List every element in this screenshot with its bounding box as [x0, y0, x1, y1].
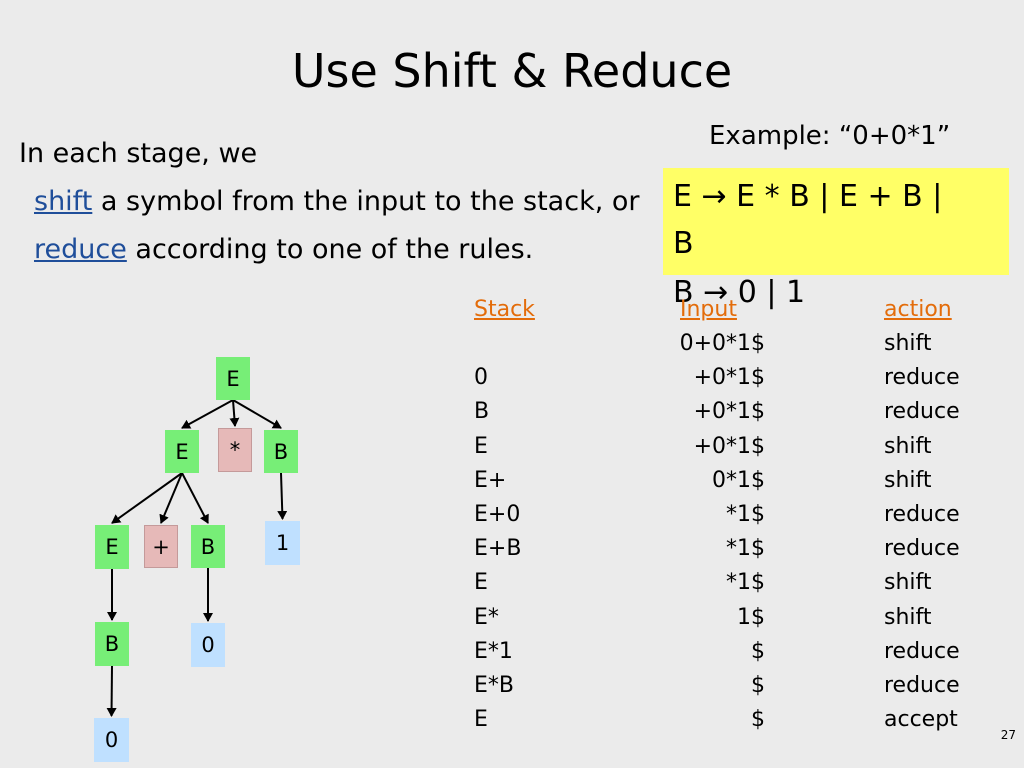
- table-row: B +0*1$ reduce: [0, 395, 1024, 429]
- header-action: action: [884, 297, 952, 322]
- cell-stack: E*B: [474, 673, 514, 698]
- reduce-line-text: according to one of the rules.: [126, 234, 534, 265]
- tree-node-e2: E: [165, 430, 199, 473]
- tree-node-star: *: [218, 428, 252, 472]
- table-row: E+B *1$ reduce: [0, 532, 1024, 566]
- cell-input: $: [751, 638, 765, 664]
- cell-action: reduce: [884, 365, 960, 391]
- cell-input: 1$: [737, 604, 765, 630]
- grammar-rule-e: E → E * B | E + B |: [673, 179, 943, 214]
- shift-line-text: a symbol from the input to the stack, or: [92, 186, 640, 217]
- cell-input: $: [751, 673, 765, 698]
- table-row: 0+0*1$ shift: [0, 327, 1024, 361]
- table-row: E *1$ shift: [0, 566, 1024, 600]
- cell-action: accept: [884, 707, 958, 733]
- table-row: E+0 *1$ reduce: [0, 498, 1024, 532]
- tree-node-plus: +: [144, 525, 178, 568]
- slide-title: Use Shift & Reduce: [291, 44, 733, 98]
- tree-node-b3: B: [191, 525, 225, 568]
- table-row: 0 +0*1$ reduce: [0, 361, 1024, 395]
- tree-node-b2: B: [264, 430, 298, 473]
- cell-stack: B: [474, 399, 490, 425]
- cell-action: reduce: [884, 502, 960, 527]
- cell-action: reduce: [884, 536, 960, 562]
- header-stack: Stack: [474, 296, 684, 324]
- cell-input: 0+0*1$: [679, 331, 765, 356]
- cell-input: *1$: [726, 570, 765, 596]
- cell-action: shift: [884, 331, 932, 356]
- cell-stack: E+0: [474, 502, 521, 527]
- cell-stack: E+: [474, 467, 507, 493]
- grammar-box: E → E * B | E + B | B: [663, 168, 1009, 275]
- header-stack-label: Stack: [474, 297, 535, 322]
- cell-action: shift: [884, 604, 932, 630]
- cell-stack: E*1: [474, 638, 513, 664]
- table-row: E*B $ reduce: [0, 669, 1024, 703]
- cell-input: $: [751, 707, 765, 733]
- cell-stack: E: [474, 570, 488, 596]
- cell-action: shift: [884, 570, 932, 596]
- cell-stack: E: [474, 433, 488, 459]
- cell-stack: E: [474, 707, 488, 733]
- cell-input: *1$: [726, 536, 765, 562]
- cell-action: reduce: [884, 673, 960, 698]
- cell-action: shift: [884, 433, 932, 459]
- cell-input: +0*1$: [693, 365, 765, 391]
- intro-text: In each stage, we: [19, 138, 258, 169]
- shift-line: shift a symbol from the input to the sta…: [34, 182, 640, 222]
- table-row: E $ accept: [0, 703, 1024, 737]
- header-input-label: Input: [680, 297, 737, 322]
- tree-node-zero1: 0: [191, 623, 225, 667]
- cell-input: 0*1$: [712, 467, 765, 493]
- table-row: E*1 $ reduce: [0, 635, 1024, 669]
- tree-node-one: 1: [265, 521, 300, 565]
- cell-action: reduce: [884, 638, 960, 664]
- example-label: Example: “0+0*1”: [709, 121, 951, 151]
- cell-action: reduce: [884, 399, 960, 425]
- cell-action: shift: [884, 467, 932, 493]
- cell-stack: E+B: [474, 536, 522, 562]
- header-input: Input: [680, 296, 890, 324]
- cell-input: *1$: [726, 502, 765, 527]
- table-row: E +0*1$ shift: [0, 430, 1024, 464]
- tree-node-b4: B: [95, 622, 129, 666]
- table-row: E+ 0*1$ shift: [0, 464, 1024, 498]
- cell-input: +0*1$: [693, 399, 765, 425]
- cell-input: +0*1$: [693, 433, 765, 459]
- table-row: E* 1$ shift: [0, 601, 1024, 635]
- tree-node-zero2: 0: [94, 718, 129, 762]
- tree-node-e3: E: [95, 525, 129, 569]
- cell-stack: E*: [474, 604, 499, 630]
- page-number: 27: [1000, 728, 1016, 742]
- reduce-link[interactable]: reduce: [34, 234, 127, 265]
- tree-node-root: E: [216, 357, 250, 400]
- reduce-line: reduce according to one of the rules.: [34, 230, 533, 270]
- grammar-rule-e-cont: B: [673, 226, 694, 261]
- grammar-rule-b: B → 0 | 1: [673, 275, 806, 310]
- shift-link[interactable]: shift: [34, 186, 93, 217]
- cell-stack: 0: [474, 365, 488, 391]
